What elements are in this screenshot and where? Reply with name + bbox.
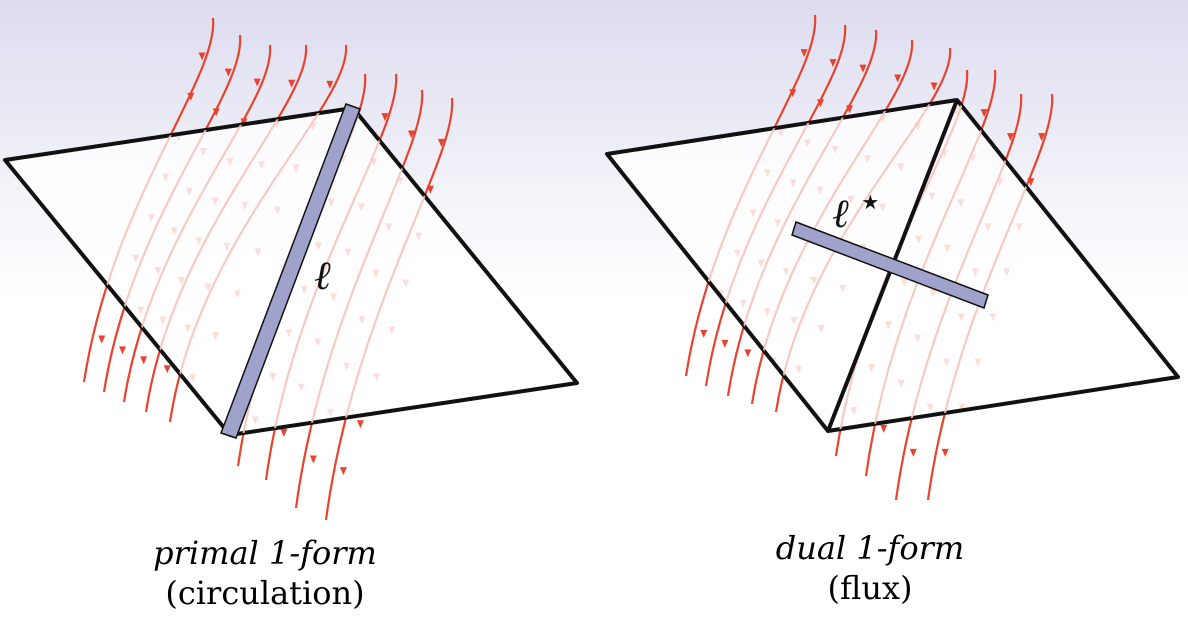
primal-flow-arrow-8-7 <box>356 420 364 429</box>
dual-caption-subtitle: (flux) <box>827 569 913 607</box>
dual-flow-arrow-2-2 <box>846 105 854 114</box>
primal-flow-arrow-3-8 <box>163 365 171 374</box>
primal-edge-bar <box>220 103 361 439</box>
primal-caption-title: primal 1-form <box>153 534 377 572</box>
dual-flow-arrow-2-8 <box>744 349 752 358</box>
primal-flow-arrow-7-8 <box>309 455 317 464</box>
dual-flow-arrow-3-1 <box>894 74 902 83</box>
dual-flow-arrow-6-8 <box>880 424 888 433</box>
dual-flow-arrow-7-1 <box>1007 133 1015 142</box>
dual-flow-line-faded-6 <box>865 100 997 431</box>
primal-flow-arrow-8-1 <box>437 138 445 147</box>
dual-edge-bar <box>791 221 989 309</box>
primal-caption: primal 1-form (circulation) <box>65 533 465 613</box>
primal-flow-arrow-1-1 <box>224 68 232 77</box>
primal-flow-arrow-0-2 <box>187 92 195 101</box>
dual-flow-line-faded-4 <box>775 100 952 413</box>
dual-caption: dual 1-form (flux) <box>670 528 1070 608</box>
dual-edge-label-star: ★ <box>861 190 879 214</box>
dual-flow-arrow-8-1 <box>1038 133 1046 142</box>
dual-flow-arrow-2-1 <box>859 64 867 73</box>
dual-flow-arrow-8-8 <box>941 448 949 457</box>
primal-flow-arrow-1-2 <box>212 108 220 117</box>
dual-flow-arrow-7-8 <box>909 448 917 457</box>
dual-flow-arrow-1-2 <box>817 99 825 108</box>
dual-flow-arrow-0-2 <box>789 89 797 98</box>
primal-flow-arrow-1-8 <box>119 346 127 355</box>
primal-flow-line-faded-3 <box>145 108 308 413</box>
primal-flow-arrow-0-8 <box>98 335 106 344</box>
primal-flow-arrow-2-1 <box>253 78 261 87</box>
primal-flow-arrow-2-8 <box>140 356 148 365</box>
dual-edge-label: ℓ ★ <box>832 190 879 237</box>
dual-flow-line-faded-3 <box>751 100 914 405</box>
primal-flow-arrow-3-1 <box>288 79 296 88</box>
primal-flow-arrow-6-1 <box>381 113 389 122</box>
dual-flow-arrow-1-1 <box>829 59 837 68</box>
dual-caption-title: dual 1-form <box>775 529 965 567</box>
dual-panel: ℓ ★ <box>605 14 1180 501</box>
primal-edge-label: ℓ <box>314 253 331 299</box>
primal-flow-arrow-8-2 <box>426 185 434 194</box>
dual-flow-line-faded-2 <box>727 100 878 397</box>
primal-flow-arrow-8-8 <box>339 467 347 476</box>
primal-flow-arrow-7-1 <box>407 130 415 139</box>
dual-edge-label-base: ℓ <box>832 191 849 237</box>
primal-flow-arrow-0-1 <box>198 52 206 61</box>
dual-flow-arrow-0-1 <box>800 49 808 58</box>
primal-caption-subtitle: (circulation) <box>165 574 365 612</box>
dual-flow-arrow-0-8 <box>700 329 708 338</box>
primal-flow-arrow-4-1 <box>326 80 334 89</box>
dual-flow-arrow-8-2 <box>1027 178 1035 187</box>
primal-flow-line-faded-4 <box>169 108 348 423</box>
dual-flow-arrow-6-1 <box>980 109 988 118</box>
dual-flow-arrow-4-1 <box>930 82 938 91</box>
dual-flow-arrow-1-8 <box>721 339 729 348</box>
primal-panel: ℓ <box>3 17 579 521</box>
primal-flow-line-faded-6 <box>265 108 398 435</box>
primal-flow-arrow-6-8 <box>280 428 288 437</box>
